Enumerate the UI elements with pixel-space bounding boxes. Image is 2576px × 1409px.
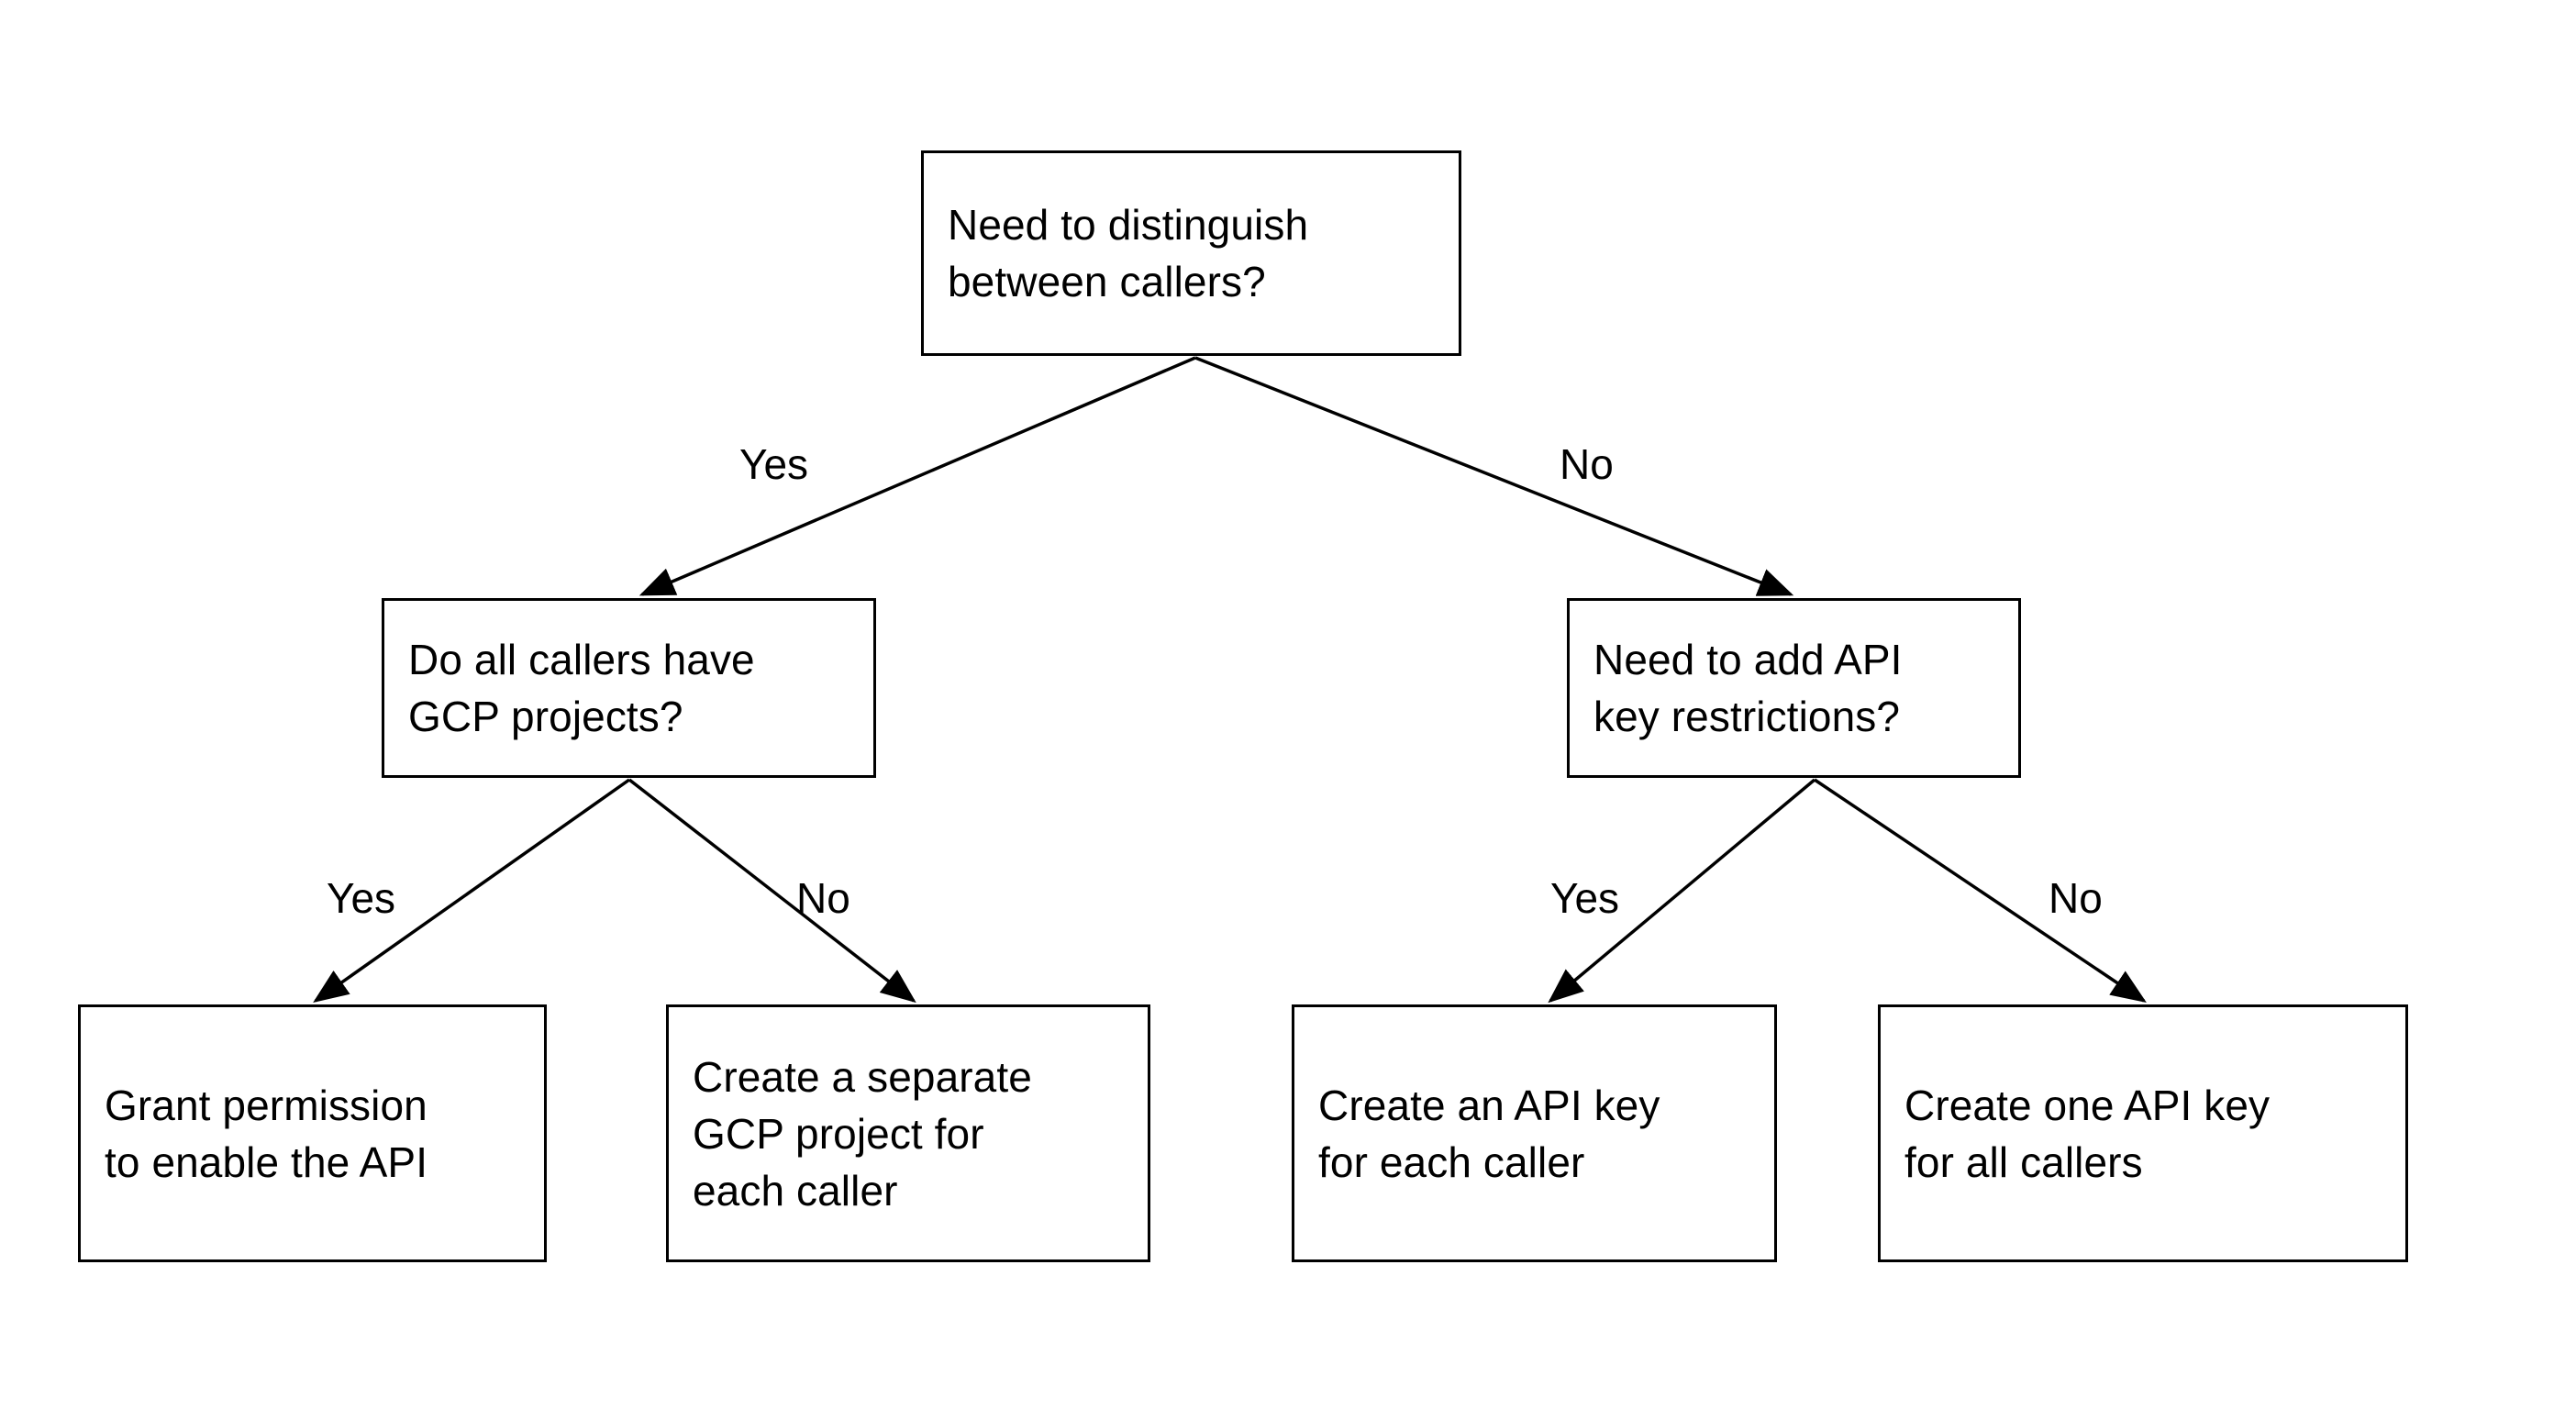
node-label-line: Create one API key (1904, 1081, 2271, 1129)
node-label-line: Create an API key (1318, 1081, 1660, 1129)
node-label-line: Create a separate (693, 1052, 1032, 1101)
node-label-line: to enable the API (105, 1137, 428, 1186)
node-label-line: key restrictions? (1593, 693, 1901, 740)
node-api-key-restrictions[interactable]: Need to add API key restrictions? (1567, 598, 2021, 778)
node-label-line: for all callers (1904, 1137, 2143, 1186)
node-key-all-callers[interactable]: Create one API key for all callers (1878, 1004, 2408, 1262)
edge-label-restrictions-no: No (2049, 874, 2103, 922)
node-label-line: each caller (693, 1166, 898, 1215)
edge-label-root-yes: Yes (739, 440, 809, 488)
edge-root-no (1194, 356, 1794, 596)
edge-gcp-no (627, 778, 916, 1004)
node-label-line: Need to add API (1593, 636, 1903, 683)
node-label-line: Need to distinguish (948, 201, 1309, 249)
node-label-line: GCP projects? (408, 693, 683, 740)
node-key-each-caller[interactable]: Create an API key for each caller (1292, 1004, 1777, 1262)
node-label-line: between callers? (948, 258, 1266, 305)
node-root[interactable]: Need to distinguish between callers? (921, 150, 1461, 356)
node-label-line: for each caller (1318, 1137, 1585, 1186)
edge-label-root-no: No (1560, 440, 1614, 488)
node-label-line: GCP project for (693, 1109, 984, 1158)
node-grant-permission[interactable]: Grant permission to enable the API (78, 1004, 547, 1262)
edge-label-gcp-no: No (796, 874, 850, 922)
edge-root-yes (638, 356, 1196, 596)
edge-label-gcp-yes: Yes (327, 874, 396, 922)
node-label-line: Do all callers have (408, 636, 755, 683)
node-label-line: Grant permission (105, 1081, 427, 1129)
edge-label-restrictions-yes: Yes (1550, 874, 1620, 922)
